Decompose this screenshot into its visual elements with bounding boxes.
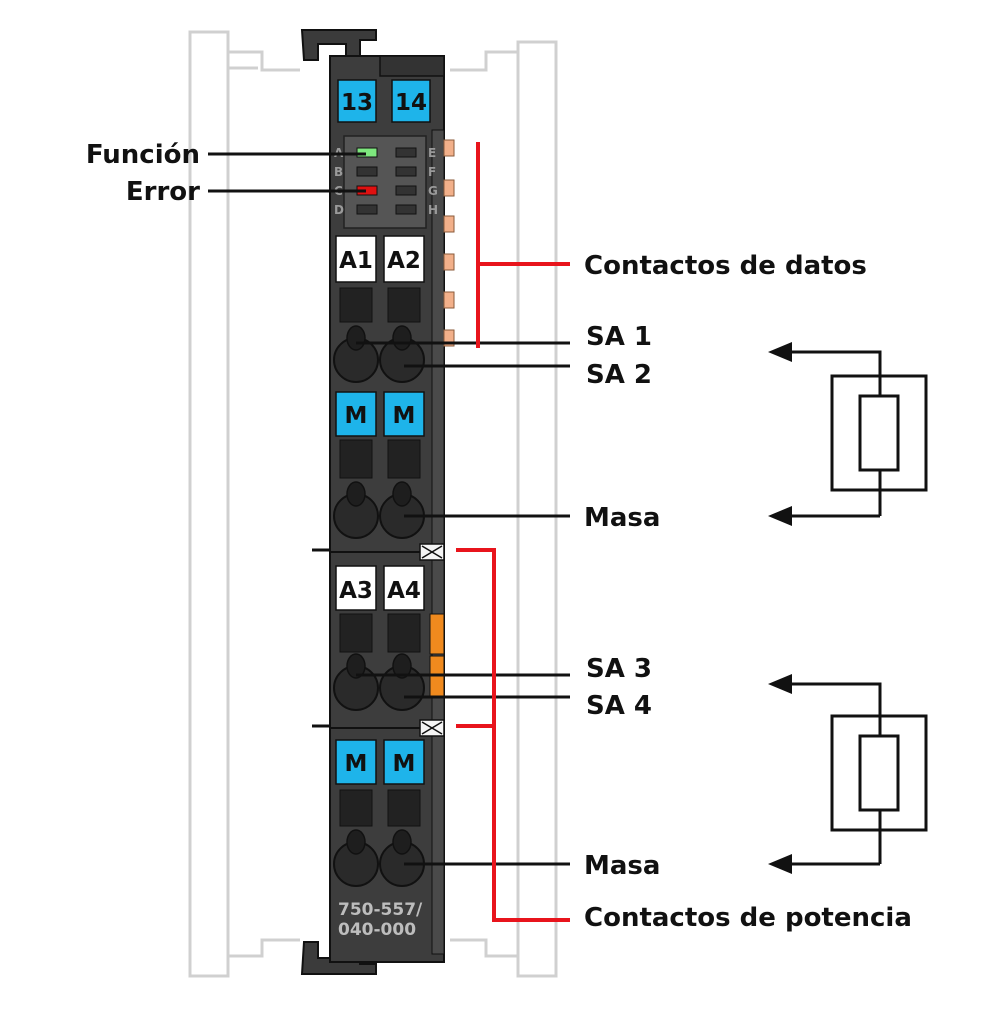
label-sa2: SA 2 bbox=[586, 360, 652, 390]
label-contactos-potencia: Contactos de potencia bbox=[584, 903, 912, 933]
led-letter-g: G bbox=[428, 184, 438, 198]
release-slot-m4 bbox=[387, 789, 421, 827]
power-jumper-1 bbox=[419, 543, 445, 561]
led-panel: A B C D E F G H bbox=[334, 135, 438, 229]
label-masa1: Masa bbox=[584, 503, 660, 533]
release-slot-a3 bbox=[339, 613, 373, 653]
rail-bottom-left-notch bbox=[228, 938, 300, 958]
release-slot-m3 bbox=[339, 789, 373, 827]
slot-a3: A3 bbox=[335, 565, 377, 611]
slot-m-1: M bbox=[335, 391, 377, 437]
din-rail bbox=[188, 30, 558, 978]
part-number-line2: 040-000 bbox=[338, 920, 416, 940]
arrow-icon-upper-1 bbox=[768, 342, 792, 362]
led-letter-b: B bbox=[334, 165, 343, 179]
release-slot-m1 bbox=[339, 439, 373, 479]
arrow-icon-lower-1 bbox=[768, 674, 792, 694]
terminal-holes-2 bbox=[333, 481, 425, 539]
rail-left-bar bbox=[188, 30, 230, 978]
label-contactos-datos: Contactos de datos bbox=[584, 251, 867, 281]
slot-m-3-text: M bbox=[345, 751, 368, 777]
led-h bbox=[395, 204, 417, 215]
rail-bottom-right-notch bbox=[450, 938, 518, 958]
terminal-holes-1 bbox=[333, 325, 425, 383]
led-letter-f: F bbox=[428, 165, 436, 179]
slot-m-4-text: M bbox=[393, 751, 416, 777]
slot-a4: A4 bbox=[383, 565, 425, 611]
slot-a1-text: A1 bbox=[339, 248, 373, 274]
slot-m-3: M bbox=[335, 739, 377, 785]
label-error: Error bbox=[126, 177, 200, 207]
release-slot-a4 bbox=[387, 613, 421, 653]
top-label-14-text: 14 bbox=[395, 90, 427, 116]
rail-top-right-notch bbox=[450, 50, 518, 72]
top-label-13-text: 13 bbox=[341, 90, 373, 116]
release-slot-a2 bbox=[387, 287, 421, 323]
label-funcion: Función bbox=[86, 140, 200, 170]
release-slot-m2 bbox=[387, 439, 421, 479]
arrow-icon-upper-2 bbox=[768, 506, 792, 526]
data-contacts-bracket bbox=[476, 142, 570, 348]
rail-right-bar bbox=[516, 40, 558, 978]
load-circuit-1 bbox=[790, 350, 928, 518]
data-contacts bbox=[443, 139, 455, 347]
top-label-13: 13 bbox=[337, 79, 377, 123]
slot-a4-text: A4 bbox=[387, 578, 421, 604]
slot-m-1-text: M bbox=[345, 403, 368, 429]
module-right-rail bbox=[431, 129, 445, 955]
led-e bbox=[395, 147, 417, 158]
led-f bbox=[395, 166, 417, 177]
slot-a3-text: A3 bbox=[339, 578, 373, 604]
power-contacts-bracket bbox=[456, 548, 570, 922]
power-jumper-2 bbox=[419, 719, 445, 737]
slot-m-2-text: M bbox=[393, 403, 416, 429]
slot-a2: A2 bbox=[383, 235, 425, 283]
slot-a1: A1 bbox=[335, 235, 377, 283]
led-letter-h: H bbox=[428, 203, 438, 217]
module-top-cap bbox=[379, 55, 445, 77]
led-letter-d: D bbox=[334, 203, 344, 217]
slot-m-4: M bbox=[383, 739, 425, 785]
release-slot-a1 bbox=[339, 287, 373, 323]
label-sa3: SA 3 bbox=[586, 654, 652, 684]
led-b bbox=[356, 166, 378, 177]
rail-top-left-notch bbox=[228, 50, 300, 72]
label-sa1: SA 1 bbox=[586, 322, 652, 352]
terminal-holes-4 bbox=[333, 829, 425, 887]
label-masa2: Masa bbox=[584, 851, 660, 881]
part-number-line1: 750-557/ bbox=[338, 900, 423, 920]
slot-m-2: M bbox=[383, 391, 425, 437]
top-label-14: 14 bbox=[391, 79, 431, 123]
terminal-holes-3 bbox=[333, 653, 425, 711]
led-d bbox=[356, 204, 378, 215]
led-letter-e: E bbox=[428, 146, 436, 160]
load-circuit-2 bbox=[790, 682, 928, 866]
led-g bbox=[395, 185, 417, 196]
arrow-icon-lower-2 bbox=[768, 854, 792, 874]
label-sa4: SA 4 bbox=[586, 691, 652, 721]
slot-a2-text: A2 bbox=[387, 248, 421, 274]
leader-lines bbox=[208, 152, 570, 866]
